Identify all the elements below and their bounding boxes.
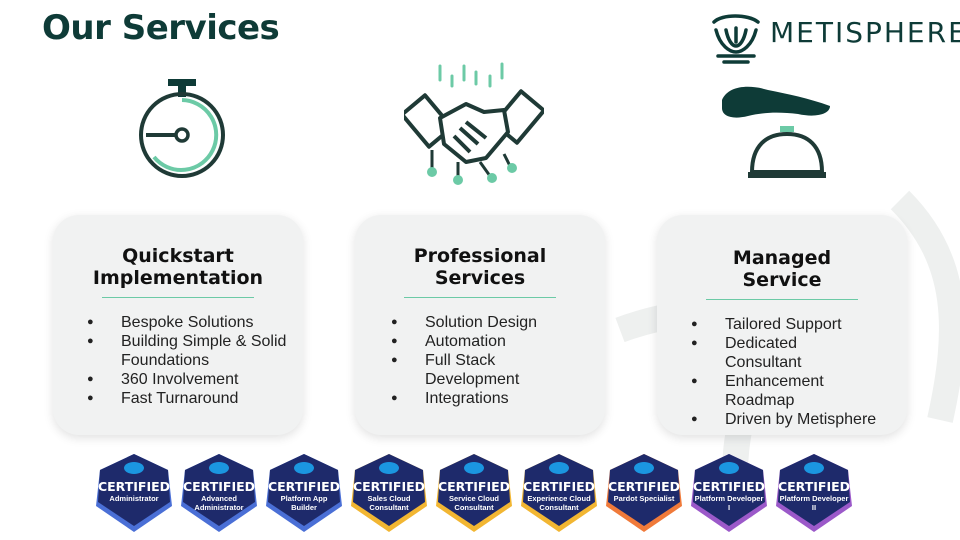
- list-item: Enhancement Roadmap: [691, 372, 835, 410]
- badge-certified-label: CERTIFIED: [777, 479, 851, 494]
- badge-shape: [351, 454, 427, 532]
- badge-certified-label: CERTIFIED: [267, 479, 341, 494]
- list-item: Dedicated Consultant: [691, 334, 815, 372]
- badge-cert-name: Service Cloud Consultant: [448, 494, 500, 512]
- service-card-professional: Professional Services Solution Design Au…: [355, 215, 605, 435]
- handshake-icon: [404, 62, 544, 185]
- badge-cert-name: Experience Cloud Consultant: [527, 494, 591, 512]
- card-list: Tailored Support Dedicated Consultant En…: [657, 315, 907, 429]
- list-item: Full Stack Development: [391, 351, 535, 389]
- badge-cert-name: Platform Developer I: [694, 494, 764, 512]
- stopwatch-icon: [139, 79, 225, 178]
- card-title: Professional Services: [413, 245, 547, 289]
- badge-cert-name: Advanced Administrator: [194, 494, 244, 512]
- card-divider: [404, 297, 556, 298]
- metisphere-logo: [712, 14, 760, 64]
- badge-certified-label: CERTIFIED: [352, 479, 426, 494]
- badge-certified-label: CERTIFIED: [97, 479, 171, 494]
- badge-certified-label: CERTIFIED: [607, 479, 681, 494]
- badge-cert-name: Pardot Specialist: [613, 494, 675, 503]
- card-list: Solution Design Automation Full Stack De…: [355, 313, 605, 408]
- badge-certified-label: CERTIFIED: [437, 479, 511, 494]
- badge-shape: [181, 454, 257, 532]
- badge-shape: [436, 454, 512, 532]
- badge-cert-name: Platform Developer II: [779, 494, 849, 512]
- list-item: Tailored Support: [691, 315, 907, 334]
- card-list: Bespoke Solutions Building Simple & Soli…: [53, 313, 303, 408]
- logo-text: METISPHERE: [770, 16, 960, 49]
- list-item: Solution Design: [391, 313, 605, 332]
- list-item: Integrations: [391, 389, 605, 408]
- badge-cert-name: Sales Cloud Consultant: [367, 494, 411, 512]
- badge-certified-label: CERTIFIED: [522, 479, 596, 494]
- service-bell-icon: [722, 86, 830, 178]
- badge-cert-name: Administrator: [109, 494, 159, 503]
- list-item: Bespoke Solutions: [87, 313, 303, 332]
- list-item: Building Simple & Solid Foundations: [87, 332, 303, 370]
- badge-shape: [521, 454, 597, 532]
- list-item: Automation: [391, 332, 605, 351]
- list-item: Driven by Metisphere: [691, 410, 907, 429]
- badge-certified-label: CERTIFIED: [692, 479, 766, 494]
- page-title: Our Services: [42, 8, 280, 48]
- list-item: Fast Turnaround: [87, 389, 303, 408]
- badge-shape: [606, 454, 682, 532]
- card-divider: [102, 297, 254, 298]
- badge-shape: [776, 454, 852, 532]
- card-title: Managed Service: [732, 247, 832, 291]
- badge-shape: [266, 454, 342, 532]
- card-title: Quickstart Implementation: [92, 245, 264, 289]
- service-card-managed: Managed Service Tailored Support Dedicat…: [657, 215, 907, 435]
- service-card-quickstart: Quickstart Implementation Bespoke Soluti…: [53, 215, 303, 435]
- badge-shape: [96, 454, 172, 532]
- badge-cert-name: Platform App Builder: [280, 494, 328, 512]
- list-item: 360 Involvement: [87, 370, 303, 389]
- badge-certified-label: CERTIFIED: [182, 479, 256, 494]
- badge-shape: [691, 454, 767, 532]
- card-divider: [706, 299, 858, 300]
